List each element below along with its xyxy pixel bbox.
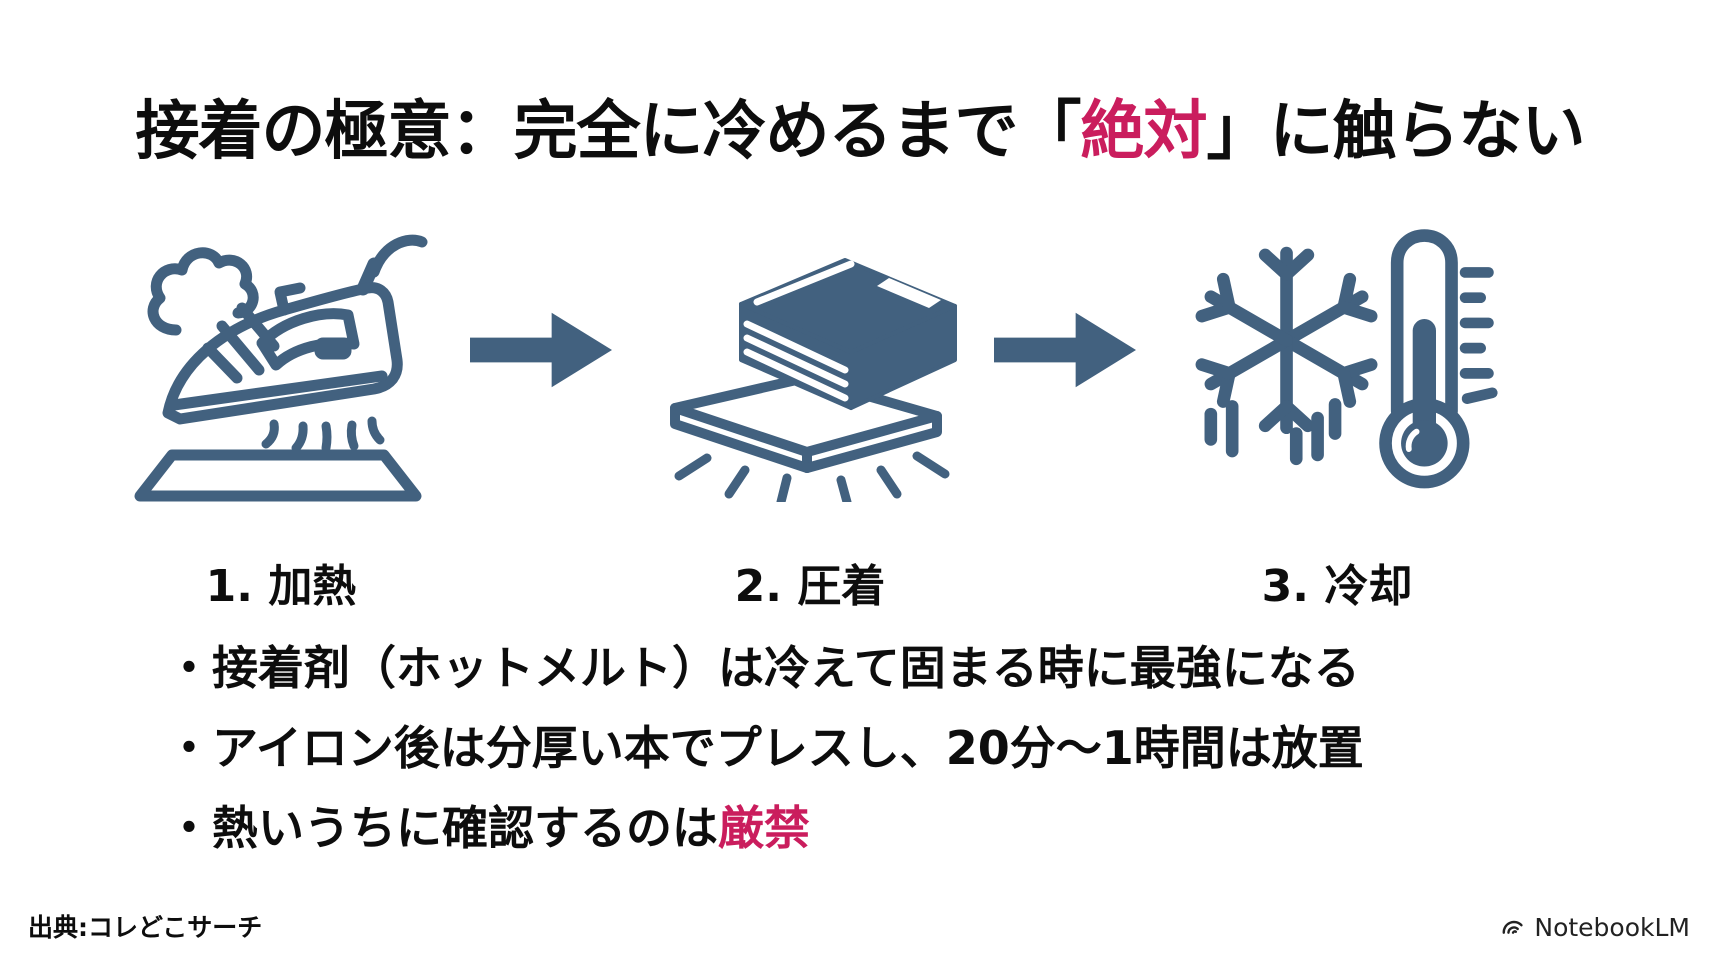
- page-title: 接着の極意：完全に冷めるまで「絶対」に触らない: [0, 80, 1720, 172]
- arrow-right-icon: [994, 304, 1136, 396]
- bullet-item: ・アイロン後は分厚い本でプレスし、20分〜1時間は放置: [166, 721, 1364, 775]
- step-label-heating: 1. 加熱: [205, 561, 357, 612]
- iron-steam-icon: [116, 212, 446, 502]
- step-cooling: 3. 冷却: [1172, 212, 1502, 614]
- step-label-pressing: 2. 圧着: [734, 561, 886, 612]
- title-suffix: 」に触らない: [1206, 95, 1586, 169]
- book-press-icon: [645, 212, 975, 507]
- bullet-item: ・熱いうちに確認するのは厳禁: [166, 801, 810, 855]
- snowflake-thermometer-icon: [1172, 212, 1502, 502]
- notebooklm-watermark: NotebookLM: [1501, 913, 1690, 942]
- title-prefix: 接着の極意：完全に冷めるまで「: [135, 95, 1082, 169]
- bullet-item: ・接着剤（ホットメルト）は冷えて固まる時に最強になる: [166, 641, 1360, 695]
- bullet-highlight: 厳禁: [718, 801, 810, 855]
- step-label-cooling: 3. 冷却: [1261, 561, 1413, 612]
- step-pressing: 2. 圧着: [645, 212, 975, 614]
- bullet-list: ・接着剤（ホットメルト）は冷えて固まる時に最強になる ・アイロン後は分厚い本でプ…: [166, 628, 1364, 868]
- step-heating: 1. 加熱: [116, 212, 446, 614]
- arrow-right-icon: [470, 304, 612, 396]
- title-highlight: 絶対: [1080, 95, 1208, 169]
- source-attribution: 出典:コレどこサーチ: [28, 913, 263, 942]
- notebooklm-logo-icon: [1502, 920, 1524, 934]
- brand-label: NotebookLM: [1534, 913, 1690, 942]
